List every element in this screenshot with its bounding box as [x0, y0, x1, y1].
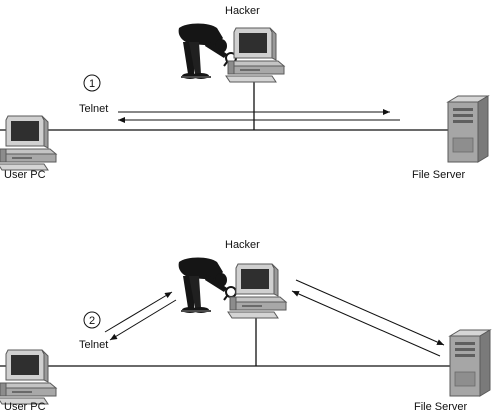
user-pc-label: User PC	[4, 401, 46, 413]
hacker-figure-icon	[177, 256, 237, 314]
telnet-label: Telnet	[79, 339, 108, 351]
file-server-label: File Server	[412, 169, 466, 181]
step-2-number: 2	[89, 315, 95, 327]
hacker-to-server-arrow	[295, 279, 445, 346]
scenario-1: Hacker User PC File Server 1 Telnet	[0, 5, 489, 181]
step-1-circle	[83, 74, 101, 92]
step-1-number: 1	[89, 78, 95, 90]
user-pc-icon	[0, 115, 57, 171]
scenario-2: Hacker User PC File Server 2 Telnet	[0, 239, 491, 413]
user-to-hacker-arrow	[104, 291, 173, 333]
file-server-label: File Server	[414, 401, 468, 413]
step-2-circle	[83, 311, 101, 329]
hacker-pc-icon	[225, 27, 285, 83]
file-server-icon	[447, 95, 489, 163]
file-server-icon	[449, 329, 491, 397]
hacker-label: Hacker	[225, 5, 260, 17]
telnet-label: Telnet	[79, 103, 108, 115]
hacker-label: Hacker	[225, 239, 260, 251]
user-pc-label: User PC	[4, 169, 46, 181]
hacker-pc-icon	[227, 263, 287, 319]
server-to-hacker-arrow	[291, 290, 441, 357]
user-pc-icon	[0, 349, 57, 405]
hacker-to-user-arrow	[109, 299, 177, 341]
hacker-figure-icon	[177, 22, 237, 80]
